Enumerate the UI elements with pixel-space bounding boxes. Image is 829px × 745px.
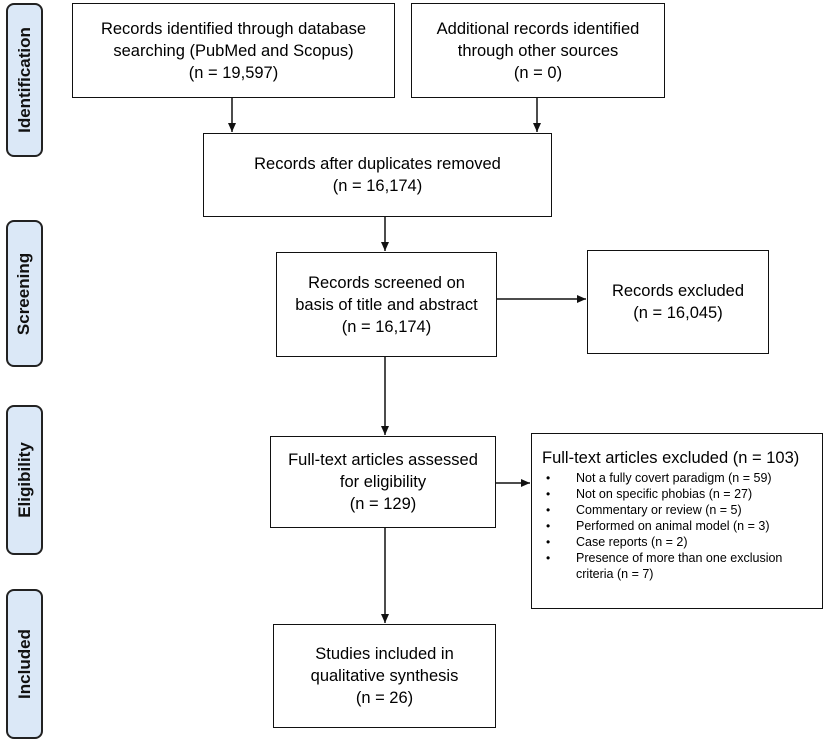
other-sources-line2: through other sources bbox=[457, 41, 619, 60]
screened-records-count: (n = 16,174) bbox=[341, 317, 432, 336]
other-sources-box: Additional records identified through ot… bbox=[411, 3, 665, 98]
after-duplicates-line1: Records after duplicates removed bbox=[254, 155, 501, 173]
database-records-box: Records identified through database sear… bbox=[72, 3, 395, 98]
screened-records-line2: basis of title and abstract bbox=[295, 295, 478, 314]
fulltext-excluded-title: Full-text articles excluded (n = 103) bbox=[542, 449, 800, 467]
fulltext-assessed-line2: for eligibility bbox=[339, 473, 427, 491]
exclusion-reason: Presence of more than one exclusion bbox=[542, 550, 814, 566]
studies-included-line2: qualitative synthesis bbox=[310, 667, 459, 685]
database-records-line1: Records identified through database bbox=[100, 19, 367, 38]
studies-included-line1: Studies included in bbox=[315, 645, 454, 663]
after-duplicates-count: (n = 16,174) bbox=[332, 177, 423, 195]
other-sources-count: (n = 0) bbox=[513, 63, 563, 82]
phase-included: Included bbox=[6, 589, 43, 739]
after-duplicates-box: Records after duplicates removed (n = 16… bbox=[203, 133, 552, 217]
fulltext-assessed-count: (n = 129) bbox=[349, 495, 417, 513]
exclusion-reason: Commentary or review (n = 5) bbox=[542, 502, 814, 518]
records-excluded-box: Records excluded (n = 16,045) bbox=[587, 250, 769, 354]
phase-screening: Screening bbox=[6, 220, 43, 367]
studies-included-box: Studies included in qualitative synthesi… bbox=[273, 624, 496, 728]
screened-records-line1: Records screened on bbox=[308, 273, 465, 292]
fulltext-assessed-box: Full-text articles assessed for eligibil… bbox=[270, 436, 496, 528]
records-excluded-count: (n = 16,045) bbox=[633, 304, 723, 322]
exclusion-reason: Not a fully covert paradigm (n = 59) bbox=[542, 470, 814, 486]
exclusion-reason: Performed on animal model (n = 3) bbox=[542, 518, 814, 534]
phase-identification: Identification bbox=[6, 3, 43, 157]
database-records-line2: searching (PubMed and Scopus) bbox=[113, 41, 354, 60]
screened-records-box: Records screened on basis of title and a… bbox=[276, 252, 497, 357]
studies-included-count: (n = 26) bbox=[355, 689, 414, 707]
exclusion-reasons-list: Not a fully covert paradigm (n = 59) Not… bbox=[542, 470, 814, 582]
fulltext-assessed-line1: Full-text articles assessed bbox=[288, 451, 478, 469]
other-sources-line1: Additional records identified bbox=[436, 19, 640, 38]
phase-eligibility: Eligibility bbox=[6, 405, 43, 555]
exclusion-reason: Not on specific phobias (n = 27) bbox=[542, 486, 814, 502]
fulltext-excluded-box: Full-text articles excluded (n = 103) No… bbox=[531, 433, 823, 609]
exclusion-reason: Case reports (n = 2) bbox=[542, 534, 814, 550]
database-records-count: (n = 19,597) bbox=[188, 63, 279, 82]
records-excluded-line1: Records excluded bbox=[611, 282, 745, 300]
exclusion-reason-continued: criteria (n = 7) bbox=[576, 567, 654, 581]
